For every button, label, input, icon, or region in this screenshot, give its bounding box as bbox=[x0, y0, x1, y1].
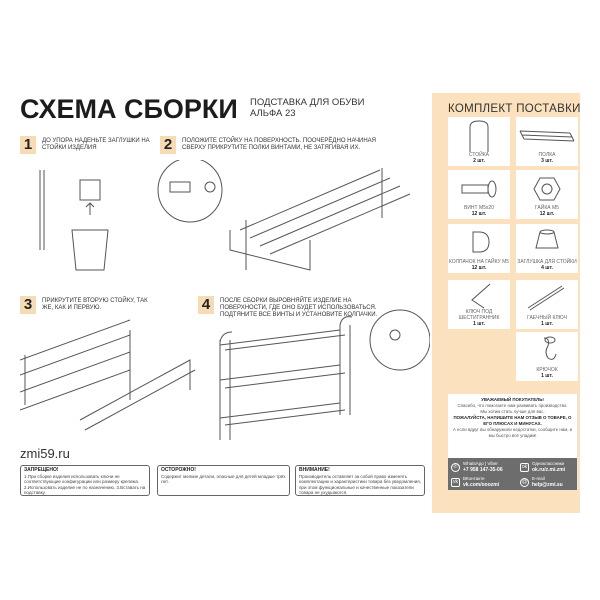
kit-item-name: ВИНТ М5х20 bbox=[464, 205, 494, 211]
contact-label: WhatsApp | Viber bbox=[463, 461, 498, 466]
contact-label: ВКонтакте bbox=[463, 476, 485, 481]
screw-icon bbox=[461, 180, 497, 198]
kit-item-qty: 2 шт. bbox=[473, 158, 485, 164]
warning-text: Производитель оставляет за собой право и… bbox=[299, 473, 421, 496]
kit-item-name: ГАЕЧНЫЙ КЛЮЧ bbox=[527, 315, 567, 321]
kit-item-name: КОЛПАЧОК НА ГАЙКУ М5 bbox=[448, 259, 510, 265]
step-text: Прикрутите вторую стойку, так же, как и … bbox=[42, 298, 148, 311]
step-text: Положите стойку на поверхность. Поочерёд… bbox=[182, 138, 377, 151]
contact-whatsapp[interactable]: ✆WhatsApp | Viber+7 958 147-35-06 bbox=[451, 461, 503, 473]
kit-item-qty: 12 шт. bbox=[471, 211, 487, 217]
kit-item-qty: 1 шт. bbox=[541, 373, 553, 379]
kit-item-name: КРЮЧОК bbox=[536, 367, 558, 373]
kit-title: КОМПЛЕКТ ПОСТАВКИ bbox=[448, 103, 581, 115]
contact-value: vk.com/ooozmi bbox=[463, 481, 500, 488]
kit-item-qty: 12 шт. bbox=[471, 265, 487, 271]
kit-item-qty: 3 шт. bbox=[541, 158, 553, 164]
step-number: 2 bbox=[160, 136, 176, 154]
warning-title: ОСТОРОЖНО! bbox=[161, 467, 196, 473]
page-title: СХЕМА СБОРКИ bbox=[20, 94, 238, 124]
step-text: После сборки выровняйте изделие на повер… bbox=[220, 298, 378, 318]
whatsapp-icon: ✆ bbox=[451, 462, 460, 472]
step2-illustration bbox=[157, 160, 411, 271]
feedback-heading: УВАЖАЕМЫЙ ПОКУПАТЕЛЬ! bbox=[481, 397, 544, 402]
vk-icon: vk bbox=[451, 477, 460, 487]
step4-illustration bbox=[219, 309, 430, 440]
step-number: 4 bbox=[198, 296, 214, 314]
plug-icon bbox=[535, 229, 559, 249]
warning-title: ВНИМАНИЕ! bbox=[299, 467, 330, 473]
warning-caution: ОСТОРОЖНО!Содержит мелкие детали, опасны… bbox=[157, 465, 290, 496]
warning-forbidden: ЗАПРЕЩЕНО!1.При сборке изделия использов… bbox=[20, 465, 150, 496]
warning-title: ЗАПРЕЩЕНО! bbox=[24, 467, 59, 473]
warning-attention: ВНИМАНИЕ!Производитель оставляет за собо… bbox=[295, 465, 425, 496]
assembly-illustrations bbox=[20, 160, 430, 440]
odnoklassniki-icon: ok bbox=[520, 462, 529, 472]
nut-icon bbox=[533, 177, 561, 201]
step-1: 1 До упора наденьте заглушки на стойки из… bbox=[20, 136, 150, 154]
contact-label: Одноклассники bbox=[532, 461, 565, 466]
contact-value: help@zmi.su bbox=[532, 481, 563, 488]
kit-item-name: ЗАГЛУШКА ДЛЯ СТОЙКИ bbox=[517, 259, 577, 265]
warning-text: Содержит мелкие детали, опасные для дете… bbox=[161, 473, 286, 485]
cap-icon bbox=[472, 231, 490, 253]
post-icon bbox=[469, 120, 489, 152]
wrench-icon bbox=[527, 285, 565, 311]
kit-item-name: КЛЮЧ ПОД ШЕСТИГРАННИК bbox=[458, 309, 500, 321]
kit-item-qty: 4 шт. bbox=[541, 265, 553, 271]
contact-value: ok.ru/z.mi.zmi bbox=[532, 466, 566, 473]
contact-label: E-mail bbox=[532, 476, 545, 481]
step-number: 1 bbox=[20, 136, 36, 154]
kit-item-name: СТОЙКА bbox=[468, 152, 489, 158]
subtitle-line: ПОДСТАВКА ДЛЯ ОБУВИ bbox=[250, 97, 365, 108]
feedback-request: ПОЖАЛУЙСТА, НАПИШИТЕ НАМ ОТЗЫВ О ТОВАРЕ,… bbox=[453, 415, 572, 426]
hook-icon bbox=[543, 336, 557, 360]
email-icon: @ bbox=[520, 477, 529, 487]
step-number: 3 bbox=[20, 296, 36, 314]
kit-item-qty: 1 шт. bbox=[541, 321, 553, 327]
website-url[interactable]: zmi59.ru bbox=[20, 446, 70, 461]
hex-key-icon bbox=[471, 283, 491, 309]
feedback-text: Спасибо, что помогаете нам развивать про… bbox=[457, 403, 568, 408]
kit-item-qty: 1 шт. bbox=[473, 321, 485, 327]
step-4: 4 После сборки выровняйте изделие на пове… bbox=[198, 296, 383, 319]
shelf-icon bbox=[519, 130, 575, 142]
kit-item-name: ПОЛКА bbox=[538, 152, 556, 158]
kit-item-name: ГАЙКА М5 bbox=[535, 205, 559, 211]
step-text: До упора наденьте заглушки на стойки изд… bbox=[42, 138, 150, 151]
step1-illustration bbox=[39, 170, 109, 271]
warning-text: 1.При сборке изделия использовать ключи … bbox=[24, 473, 146, 496]
step-2: 2 Положите стойку на поверхность. Поочерё… bbox=[160, 136, 400, 154]
kit-item-qty: 12 шт. bbox=[539, 211, 555, 217]
contact-value: +7 958 147-35-06 bbox=[463, 466, 503, 473]
step-3: 3 Прикрутите вторую стойку, так же, как и… bbox=[20, 296, 150, 314]
step3-illustration bbox=[20, 319, 196, 431]
feedback-text: Мы хотим стать лучше для вас. bbox=[480, 409, 545, 414]
subtitle-line: АЛЬФА 23 bbox=[250, 108, 296, 119]
feedback-text: А если вдруг вы обнаружили недостатки, с… bbox=[452, 427, 573, 438]
